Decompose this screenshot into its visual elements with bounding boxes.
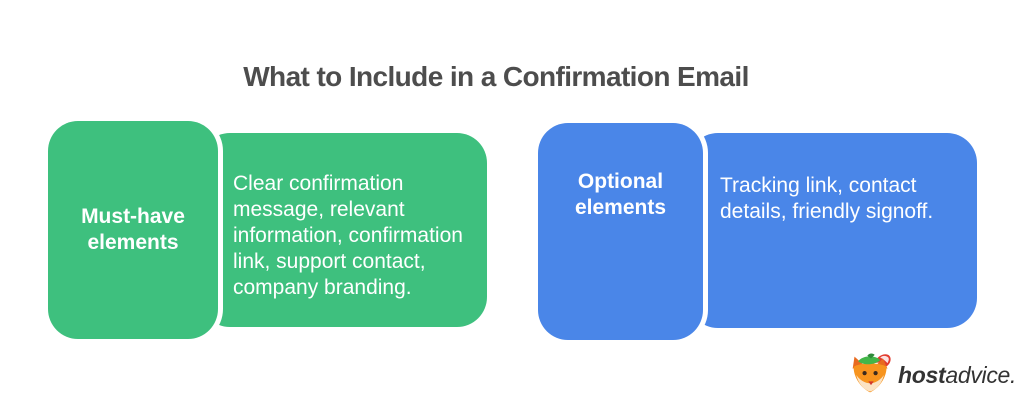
- fox-mascot-icon: [852, 353, 891, 393]
- optional-label: Optional elements: [574, 170, 667, 219]
- must-have-label-panel: Must-have elements: [48, 121, 218, 339]
- must-have-label: Must-have elements: [81, 205, 185, 254]
- brand-wordmark: hostadvice.: [898, 352, 1016, 398]
- page-title: What to Include in a Confirmation Email: [243, 61, 749, 92]
- optional-description-panel: Tracking link, contact details, friendly…: [688, 133, 977, 328]
- optional-description: Tracking link, contact details, friendly…: [720, 174, 934, 223]
- must-have-description-panel: Clear confirmation message, relevant inf…: [200, 133, 487, 327]
- must-have-description: Clear confirmation message, relevant inf…: [233, 172, 463, 299]
- brand-logo: hostadvice.: [849, 352, 1016, 398]
- optional-label-panel: Optional elements: [538, 123, 703, 340]
- brand-wordmark-regular: advice.: [945, 362, 1017, 388]
- brand-wordmark-bold: host: [898, 362, 946, 388]
